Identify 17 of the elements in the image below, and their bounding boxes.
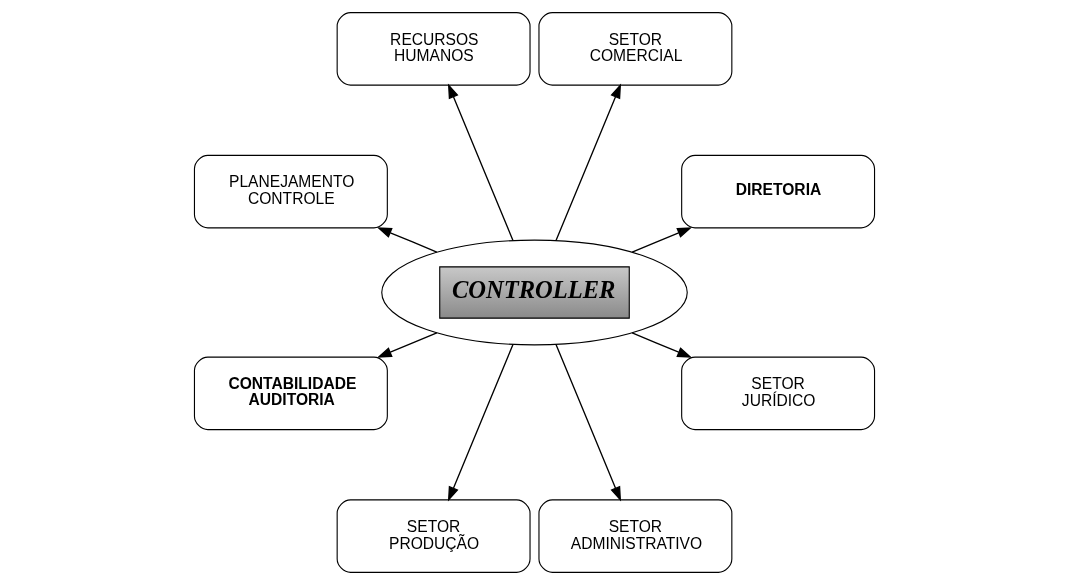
node-box: RECURSOS HUMANOS [336, 12, 531, 86]
node-box: SETOR PRODUÇÃO [336, 499, 531, 573]
node-box: PLANEJAMENTO CONTROLE [193, 154, 388, 229]
node-box: SETOR JURÍDICO [681, 356, 876, 431]
node-ellipse: CONTROLLER [381, 239, 688, 346]
node-box: SETOR COMERCIAL [538, 12, 733, 86]
arrow [376, 332, 438, 358]
arrow [631, 332, 693, 358]
arrow [376, 227, 438, 253]
arrow [447, 343, 514, 502]
arrow [555, 83, 622, 242]
arrow [447, 83, 514, 242]
arrow [555, 343, 622, 502]
arrow [631, 227, 693, 253]
node-box: DIRETORIA [681, 154, 876, 229]
node-box: SETOR ADMINISTRATIVO [538, 499, 733, 573]
node-box: CONTABILIDADE AUDITORIA [193, 356, 388, 431]
